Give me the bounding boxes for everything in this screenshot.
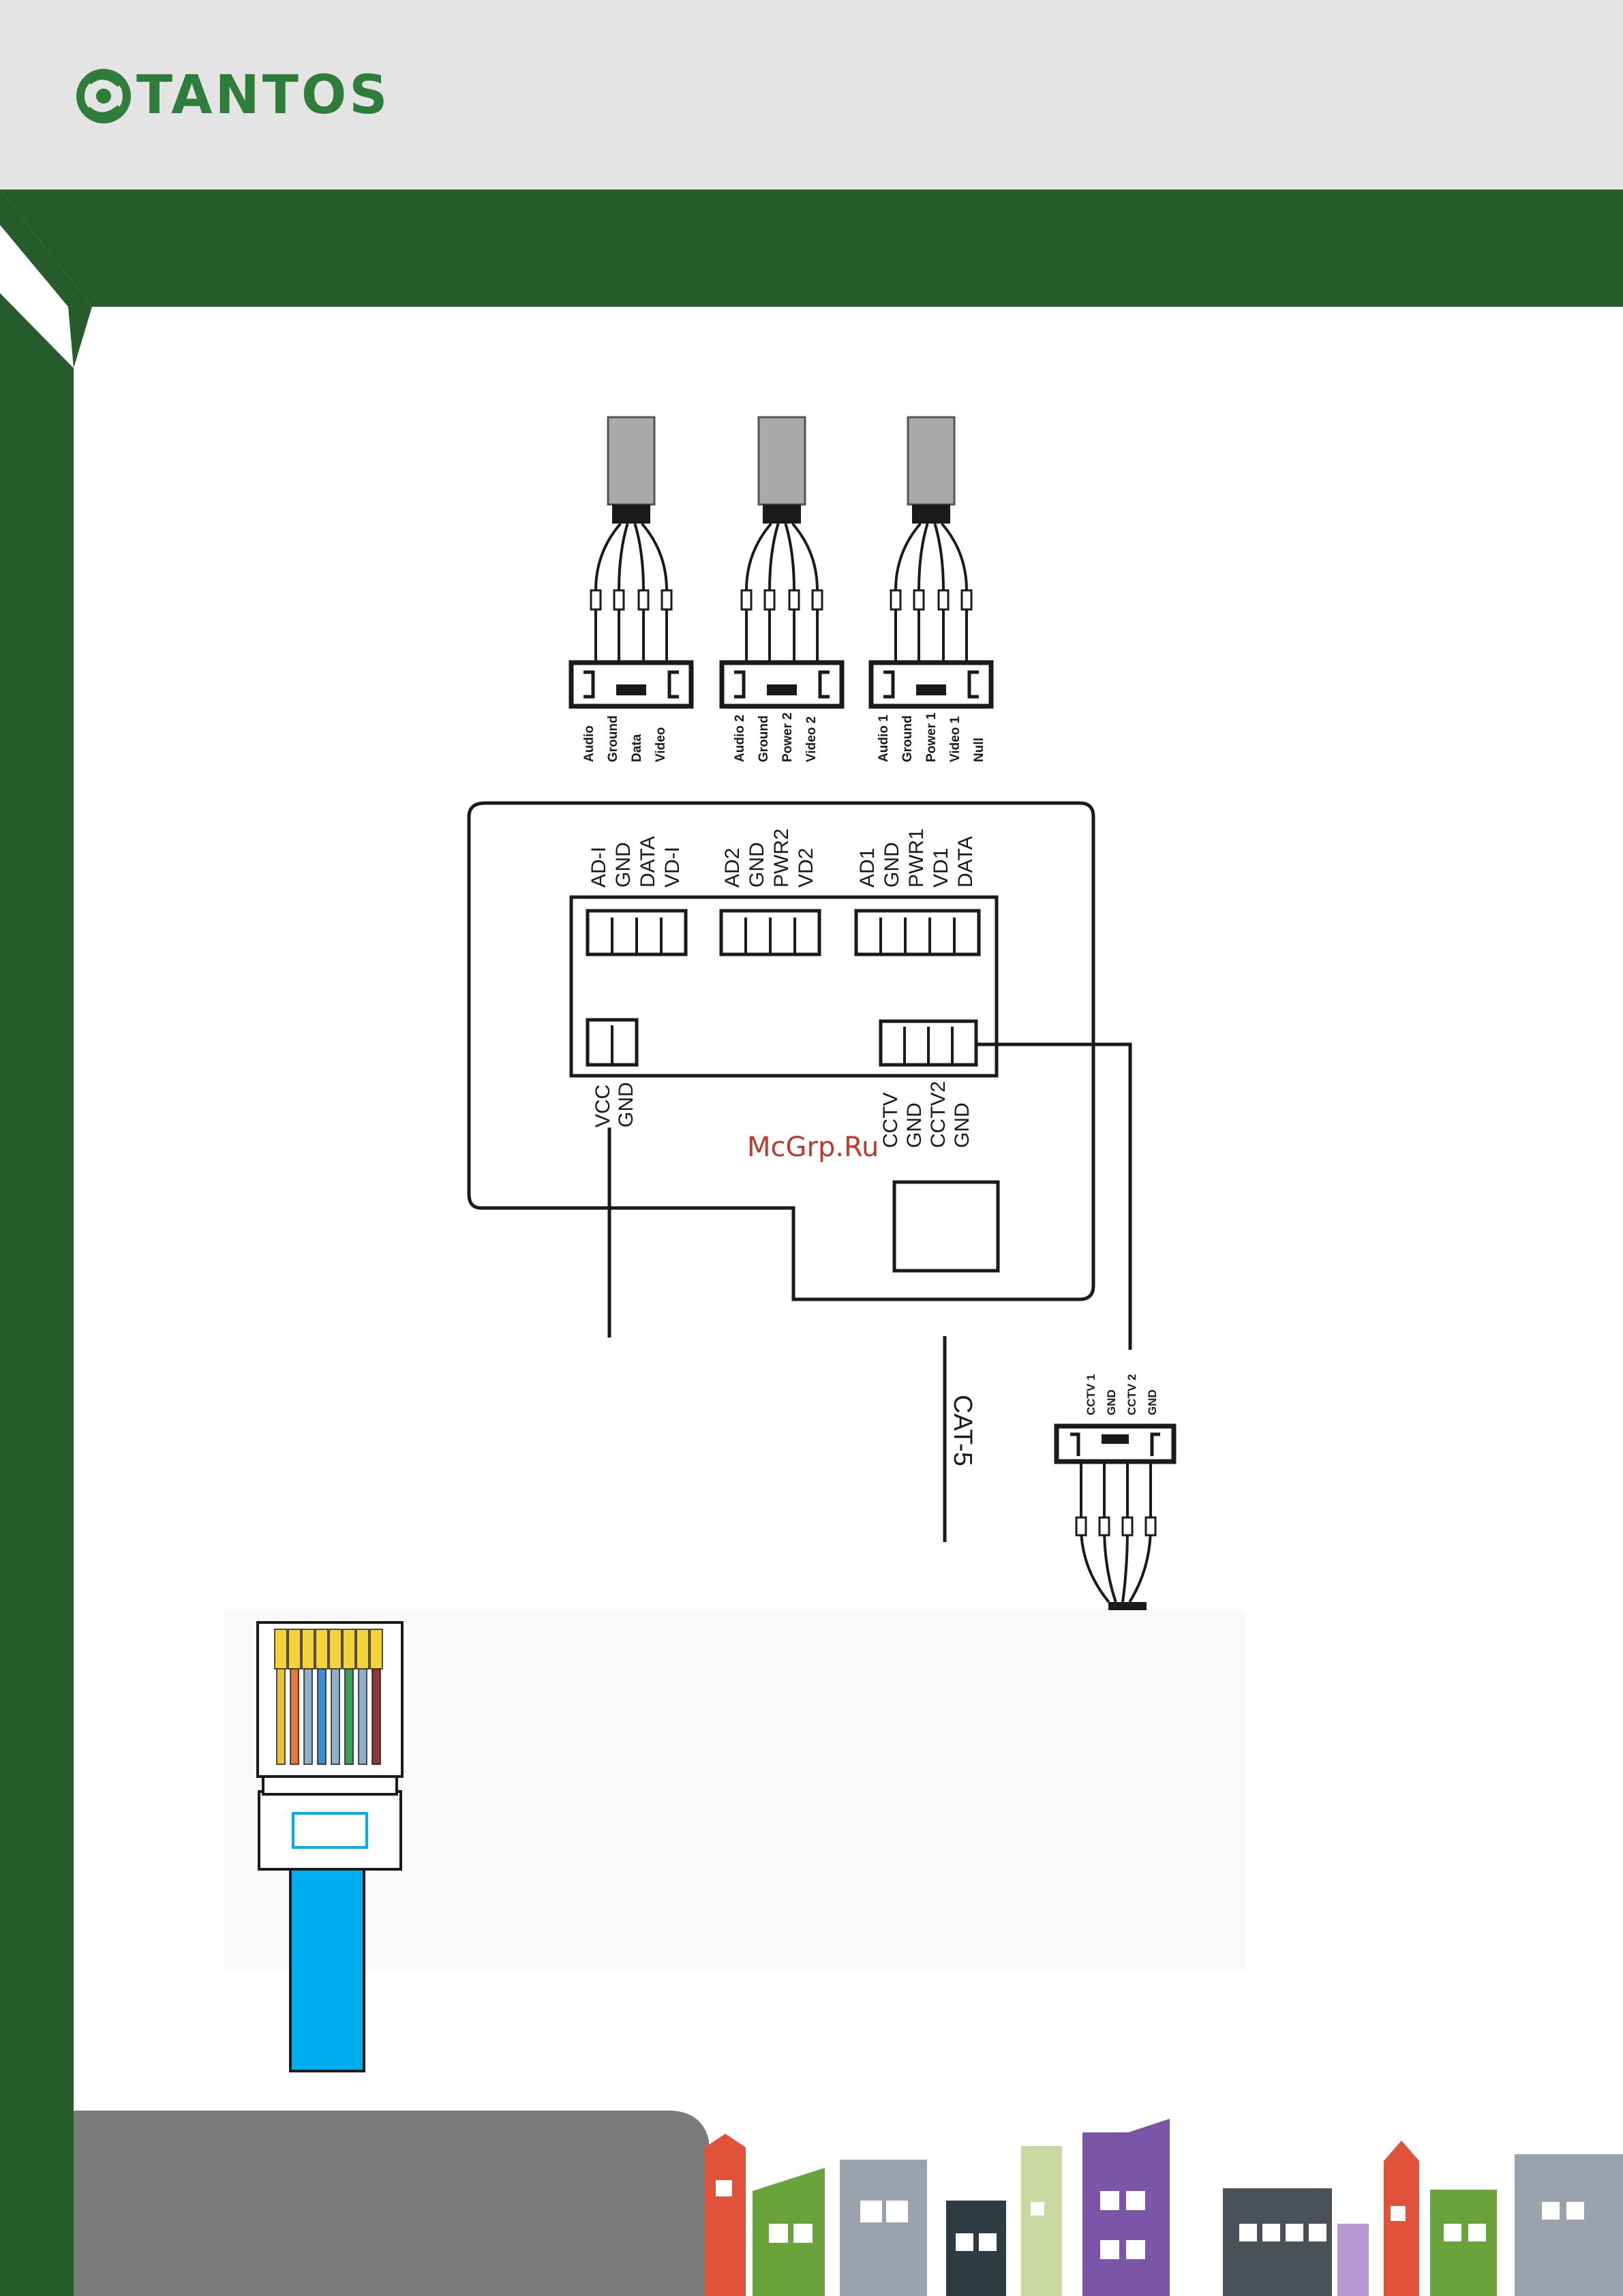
rj45-cable <box>290 1849 364 2071</box>
rj45-pin <box>370 1629 382 1669</box>
terminal-label: GND <box>951 1102 973 1148</box>
terminal-label: GND <box>903 1102 926 1148</box>
terminal-label: PWR1 <box>905 828 928 888</box>
cable-label: Audio <box>582 725 596 762</box>
terminal-label: DATA <box>637 836 659 888</box>
wire-crimp <box>765 590 774 609</box>
green-left-band <box>0 190 92 2296</box>
cable-sleeve <box>612 504 650 524</box>
terminal-label: CCTV2 <box>927 1081 950 1148</box>
terminal-label: VCC <box>592 1085 614 1128</box>
cable-label: Data <box>630 734 644 762</box>
brand-name: TANTOS <box>136 65 391 126</box>
wire-crimp <box>742 590 751 609</box>
power-terminal: VCCGND <box>588 1020 637 1128</box>
wire-crimp <box>614 590 624 609</box>
terminal-label: VD2 <box>795 848 817 888</box>
cable-sleeve <box>912 504 950 524</box>
rj45-pin <box>343 1629 355 1669</box>
plug-key <box>767 684 797 695</box>
cable-sheath <box>908 417 954 504</box>
board-chip <box>894 1182 998 1271</box>
terminal-label: VD1 <box>930 848 952 888</box>
cable-label: Audio 1 <box>877 714 891 762</box>
terminal-housing <box>856 911 979 954</box>
city-buildings-illustration <box>705 2119 1623 2296</box>
cable-sheath <box>759 417 805 504</box>
cable-label: CCTV 2 <box>1125 1374 1138 1415</box>
wire-crimp <box>591 590 601 609</box>
terminal-label: CCTV <box>879 1092 902 1148</box>
cable-label: Null <box>972 738 986 762</box>
cable-label: Audio 2 <box>733 714 747 762</box>
wire-crimp <box>662 590 671 609</box>
rj45-collar <box>263 1777 397 1794</box>
rj45-pin <box>275 1629 287 1669</box>
cable-label: GND <box>1105 1389 1118 1415</box>
green-top-band <box>0 190 1623 307</box>
wire-crimp <box>813 590 822 609</box>
wire-crimp <box>1146 1517 1155 1535</box>
wire-crimp <box>962 590 971 609</box>
terminal-label: GND <box>881 842 903 888</box>
terminal-label: GND <box>746 842 768 888</box>
wire-crimp <box>891 590 900 609</box>
cable-label: Ground <box>900 715 915 762</box>
terminal-block-3: AD1GNDPWR1VD1DATA <box>856 828 979 954</box>
wire-crimp <box>1123 1517 1132 1535</box>
wire-crimp <box>1076 1517 1086 1535</box>
cable-label: Video <box>654 727 668 762</box>
cable-label: Video 2 <box>804 716 819 762</box>
plug-key <box>1102 1434 1129 1444</box>
rj45-pin <box>357 1629 369 1669</box>
bottom-gray-panel <box>74 2111 709 2296</box>
rj45-pin <box>316 1629 328 1669</box>
terminal-label: AD2 <box>721 848 744 888</box>
rj45-connector-illustration <box>224 1610 1246 2071</box>
plug-key <box>616 684 646 695</box>
cable-label: GND <box>1146 1389 1159 1415</box>
wire-crimp <box>914 590 924 609</box>
wire-crimp <box>639 590 648 609</box>
terminal-label: PWR2 <box>770 828 793 888</box>
rj45-pin <box>288 1629 301 1669</box>
cable-label: Ground <box>606 715 620 762</box>
cable-label: Ground <box>757 715 771 762</box>
plug-key <box>916 684 946 695</box>
terminal-label: GND <box>615 1082 637 1128</box>
cable-label: CCTV 1 <box>1084 1374 1097 1415</box>
cat5-label: CAT-5 <box>948 1395 977 1466</box>
wire-crimp <box>789 590 799 609</box>
cable-sleeve <box>763 504 801 524</box>
terminal-label: GND <box>612 842 635 888</box>
top-cables: Audio Ground Data Video Audio 2 Ground Power 2… <box>571 417 991 762</box>
terminal-label: DATA <box>954 836 977 888</box>
wire-crimp <box>939 590 948 609</box>
top-cable-3: Audio 1 Ground Power 1 Video 1 Null <box>871 417 991 762</box>
top-cable-2: Audio 2 Ground Power 2 Video 2 <box>722 417 842 762</box>
cable-label: Video 1 <box>948 716 962 762</box>
terminal-label: AD-I <box>588 847 610 888</box>
rj45-latch <box>293 1813 367 1847</box>
cable-label: Power 1 <box>924 712 939 762</box>
rj45-pin <box>329 1629 342 1669</box>
wire-crimp <box>1099 1517 1109 1535</box>
terminal-label: VD-I <box>661 847 684 888</box>
terminal-label: AD1 <box>856 848 879 888</box>
watermark: McGrp.Ru <box>747 1132 879 1163</box>
rj45-pin <box>302 1629 314 1669</box>
cable-label: Power 2 <box>780 712 795 762</box>
cable-sheath <box>608 417 654 504</box>
top-cable-1: Audio Ground Data Video <box>571 417 691 762</box>
